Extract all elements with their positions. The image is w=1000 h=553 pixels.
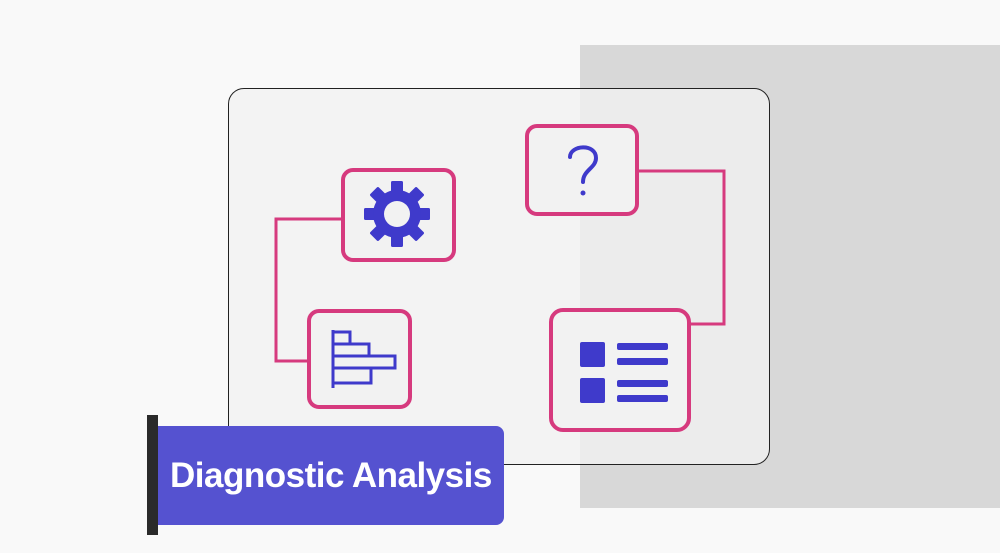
caption-banner: Diagnostic Analysis (158, 426, 504, 525)
chart-node (307, 309, 412, 409)
question-node-box (525, 124, 639, 216)
list-node (549, 308, 691, 432)
connector-question-to-list (637, 169, 726, 326)
question-node (525, 124, 639, 216)
question-mark-icon (568, 145, 599, 196)
list-node-box (549, 308, 691, 432)
connector-gear-to-chart (274, 217, 343, 363)
gantt-chart-icon (331, 330, 397, 388)
caption-title: Diagnostic Analysis (170, 455, 492, 495)
list-icon (580, 342, 668, 403)
gear-icon (364, 181, 430, 247)
gear-node (341, 168, 456, 262)
caption-accent-bar (147, 415, 158, 535)
